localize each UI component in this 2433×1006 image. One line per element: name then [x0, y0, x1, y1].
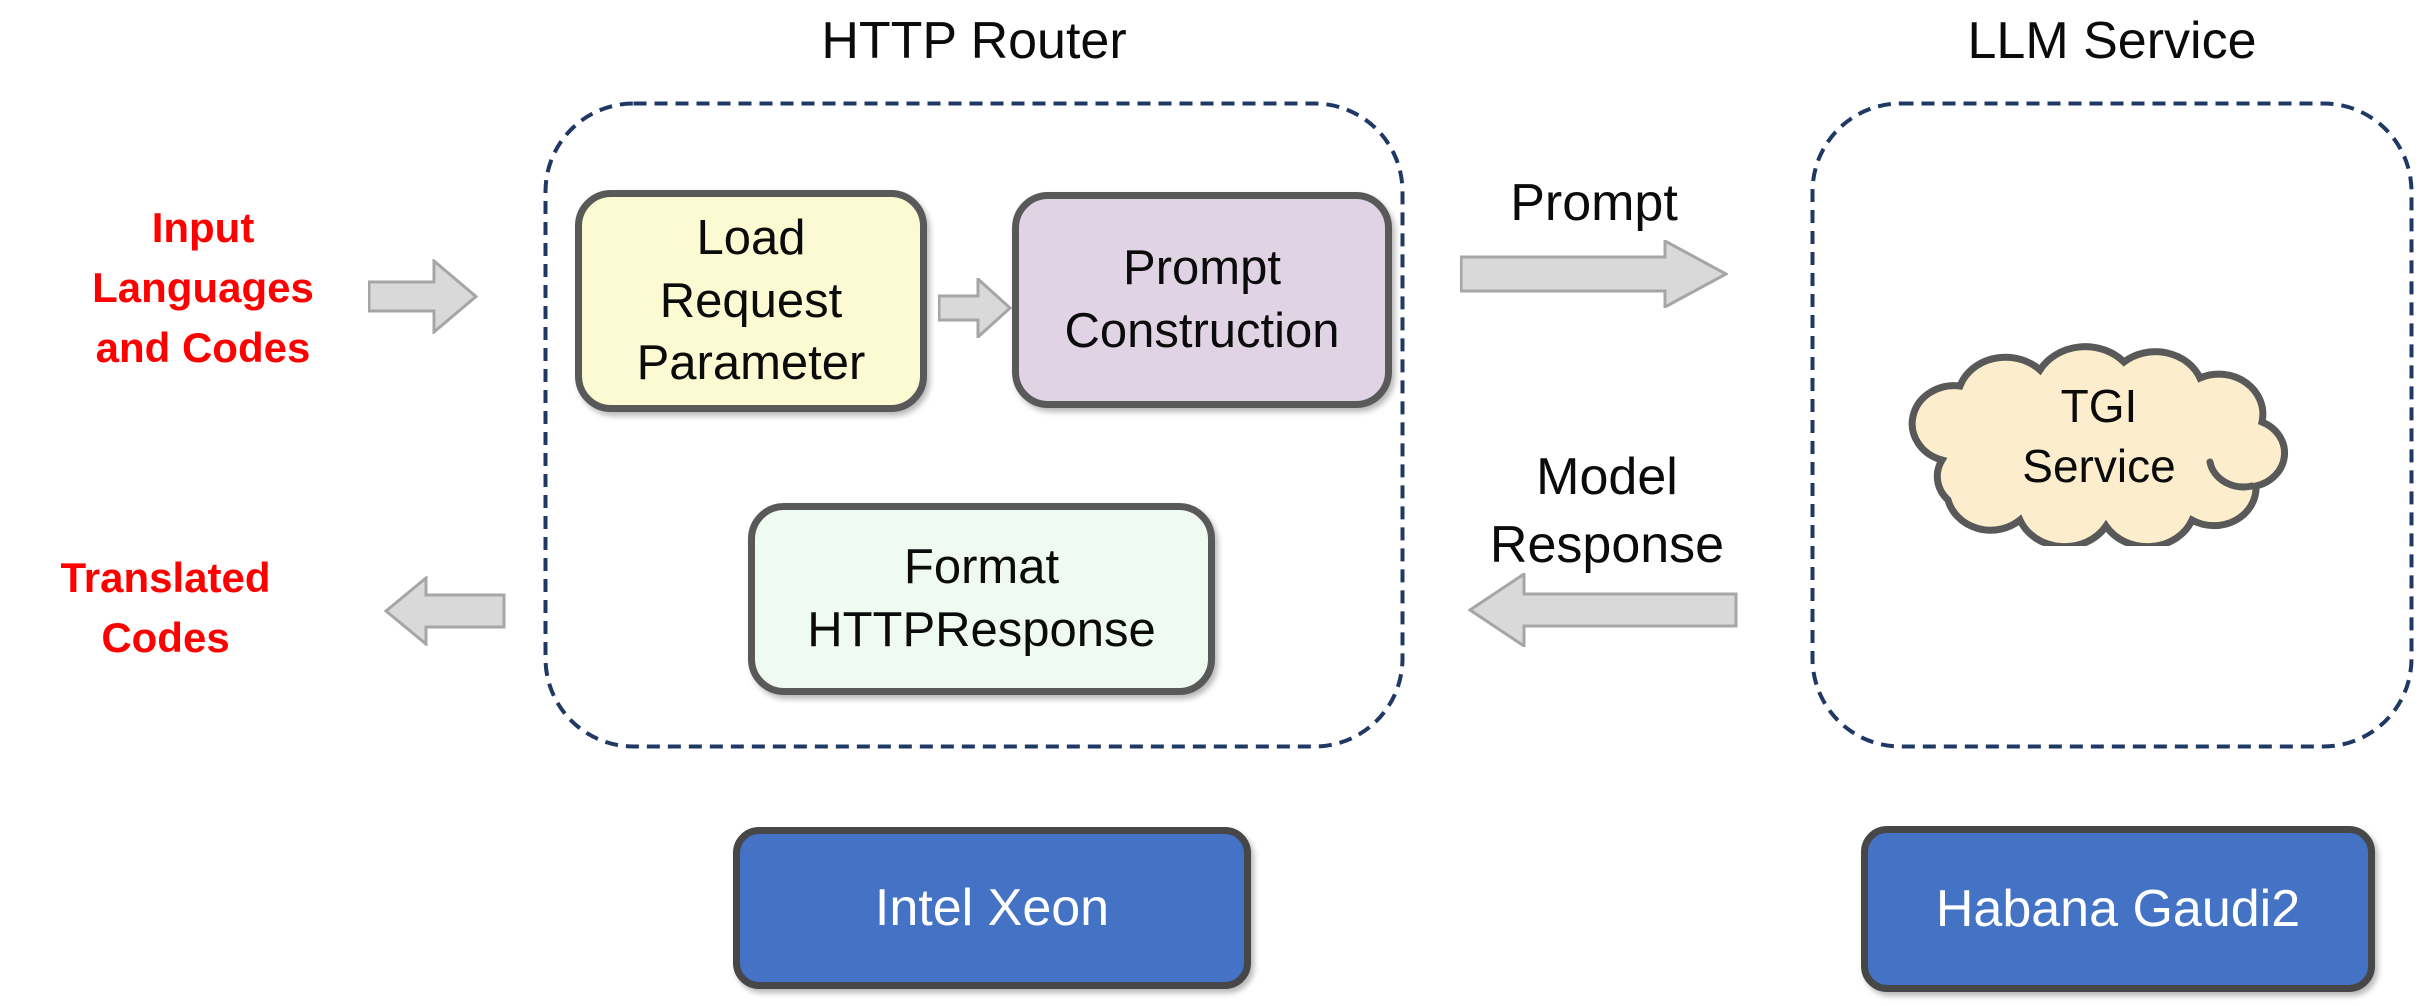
intel-xeon-hardware-box: Intel Xeon — [733, 827, 1251, 989]
tgi-service-label: TGI Service — [2022, 380, 2176, 492]
prompt-right-block-arrow-icon — [1460, 240, 1728, 308]
input-languages-label: Input Languages and Codes — [92, 204, 314, 371]
http-router-title: HTTP Router — [821, 12, 1127, 70]
translated-codes-label: Translated Codes — [60, 554, 271, 661]
format-httpresponse-node: Format HTTPResponse — [748, 503, 1215, 695]
input-right-block-arrow-icon — [368, 259, 478, 334]
tgi-service-cloud-icon — [1908, 343, 2289, 546]
step-right-block-arrow-icon — [938, 278, 1012, 338]
prompt-flow-label: Prompt — [1510, 174, 1678, 232]
output-left-block-arrow-icon — [384, 576, 506, 646]
llm-service-dashed-box — [1810, 101, 2414, 749]
prompt-construction-node: Prompt Construction — [1012, 192, 1392, 408]
habana-gaudi2-hardware-box: Habana Gaudi2 — [1861, 826, 2375, 992]
llm-service-title: LLM Service — [1967, 12, 2257, 70]
model-response-left-block-arrow-icon — [1468, 573, 1738, 647]
http-router-dashed-box — [543, 101, 1405, 749]
model-response-flow-label: Model Response — [1489, 448, 1725, 574]
load-request-parameter-node: Load Request Parameter — [575, 190, 927, 412]
